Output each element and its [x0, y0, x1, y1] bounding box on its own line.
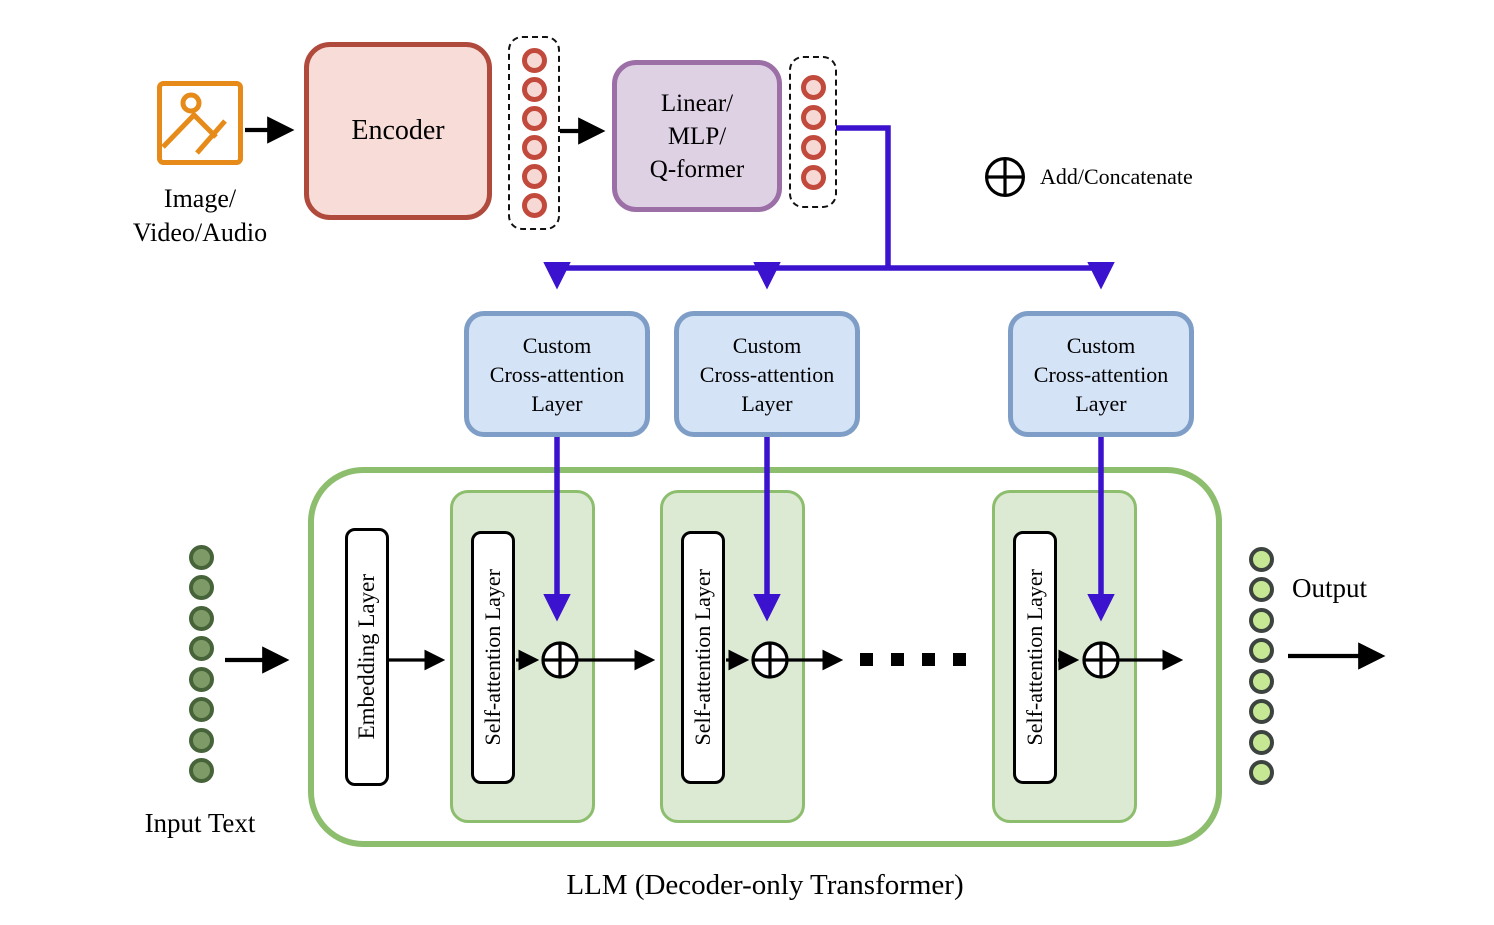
- projector-output-tokens: [789, 56, 837, 208]
- llm-caption: LLM (Decoder-only Transformer): [566, 869, 964, 901]
- self-attention-1-label: Self-attention Layer: [480, 569, 505, 746]
- decoder-block-3: Self-attention Layer: [992, 490, 1137, 823]
- self-attention-layer-3: Self-attention Layer: [1013, 531, 1057, 784]
- cross-attention-3-line2: Cross-attention: [1033, 361, 1169, 387]
- token-dot: [521, 164, 547, 189]
- add-concatenate-icon: [985, 157, 1025, 197]
- media-input-label-line1: Image/: [163, 184, 237, 213]
- llm-output-tokens: [1246, 539, 1276, 793]
- token-dot: [1248, 729, 1274, 755]
- token-dot: [1248, 607, 1274, 633]
- cross-attention-1-line3: Layer: [531, 390, 583, 416]
- token-dot: [188, 666, 214, 692]
- self-attention-layer-1: Self-attention Layer: [471, 531, 515, 784]
- encoder-box: Encoder: [304, 42, 492, 220]
- projector-label-line1: Linear/: [660, 89, 734, 117]
- input-text-label: Input Text: [144, 808, 256, 838]
- cross-attention-3-line3: Layer: [1075, 390, 1127, 416]
- projector-box: Linear/ MLP/ Q-former: [612, 60, 782, 212]
- token-dot: [188, 544, 214, 570]
- encoder-label: Encoder: [351, 115, 445, 146]
- media-input-label-line2: Video/Audio: [132, 218, 268, 247]
- cross-attention-2-line2: Cross-attention: [699, 361, 835, 387]
- token-dot: [1248, 760, 1274, 786]
- input-text-tokens: [186, 537, 216, 791]
- cross-attention-3-line1: Custom: [1066, 332, 1136, 358]
- token-dot: [800, 134, 826, 160]
- token-dot: [521, 193, 547, 218]
- token-dot: [1248, 699, 1274, 725]
- token-dot: [800, 74, 826, 100]
- token-dot: [800, 164, 826, 190]
- self-attention-3-label: Self-attention Layer: [1022, 569, 1047, 746]
- output-label: Output: [1292, 573, 1368, 603]
- cross-attention-2-line3: Layer: [741, 390, 793, 416]
- token-dot: [188, 727, 214, 753]
- token-dot: [1248, 668, 1274, 694]
- image-video-audio-icon: [157, 81, 243, 165]
- token-dot: [1248, 638, 1274, 664]
- token-dot: [521, 77, 547, 102]
- projector-label-line2: MLP/: [667, 122, 727, 150]
- media-input-label: Image/ Video/Audio: [100, 182, 300, 250]
- legend: Add/Concatenate: [984, 156, 1193, 198]
- cross-attention-2-line1: Custom: [732, 332, 802, 358]
- cross-attention-layer-1: Custom Cross-attention Layer: [464, 311, 650, 437]
- cross-attention-layer-2: Custom Cross-attention Layer: [674, 311, 860, 437]
- legend-label: Add/Concatenate: [1040, 164, 1193, 189]
- cross-attention-1-line2: Cross-attention: [489, 361, 625, 387]
- token-dot: [188, 636, 214, 662]
- blue-feed-line: [836, 125, 891, 268]
- token-dot: [800, 104, 826, 130]
- token-dot: [521, 48, 547, 73]
- self-attention-2-label: Self-attention Layer: [690, 569, 715, 746]
- self-attention-layer-2: Self-attention Layer: [681, 531, 725, 784]
- projector-label-line3: Q-former: [649, 155, 745, 183]
- decoder-block-2: Self-attention Layer: [660, 490, 805, 823]
- token-dot: [521, 135, 547, 160]
- token-dot: [188, 697, 214, 723]
- token-dot: [188, 758, 214, 784]
- token-dot: [188, 575, 214, 601]
- cross-attention-layer-3: Custom Cross-attention Layer: [1008, 311, 1194, 437]
- token-dot: [1248, 546, 1274, 572]
- token-dot: [188, 605, 214, 631]
- encoder-output-tokens: [508, 36, 560, 230]
- embedding-layer-label: Embedding Layer: [354, 574, 379, 740]
- cross-attention-1-line1: Custom: [522, 332, 592, 358]
- decoder-block-1: Self-attention Layer: [450, 490, 595, 823]
- token-dot: [521, 106, 547, 131]
- embedding-layer-box: Embedding Layer: [345, 528, 389, 786]
- token-dot: [1248, 577, 1274, 603]
